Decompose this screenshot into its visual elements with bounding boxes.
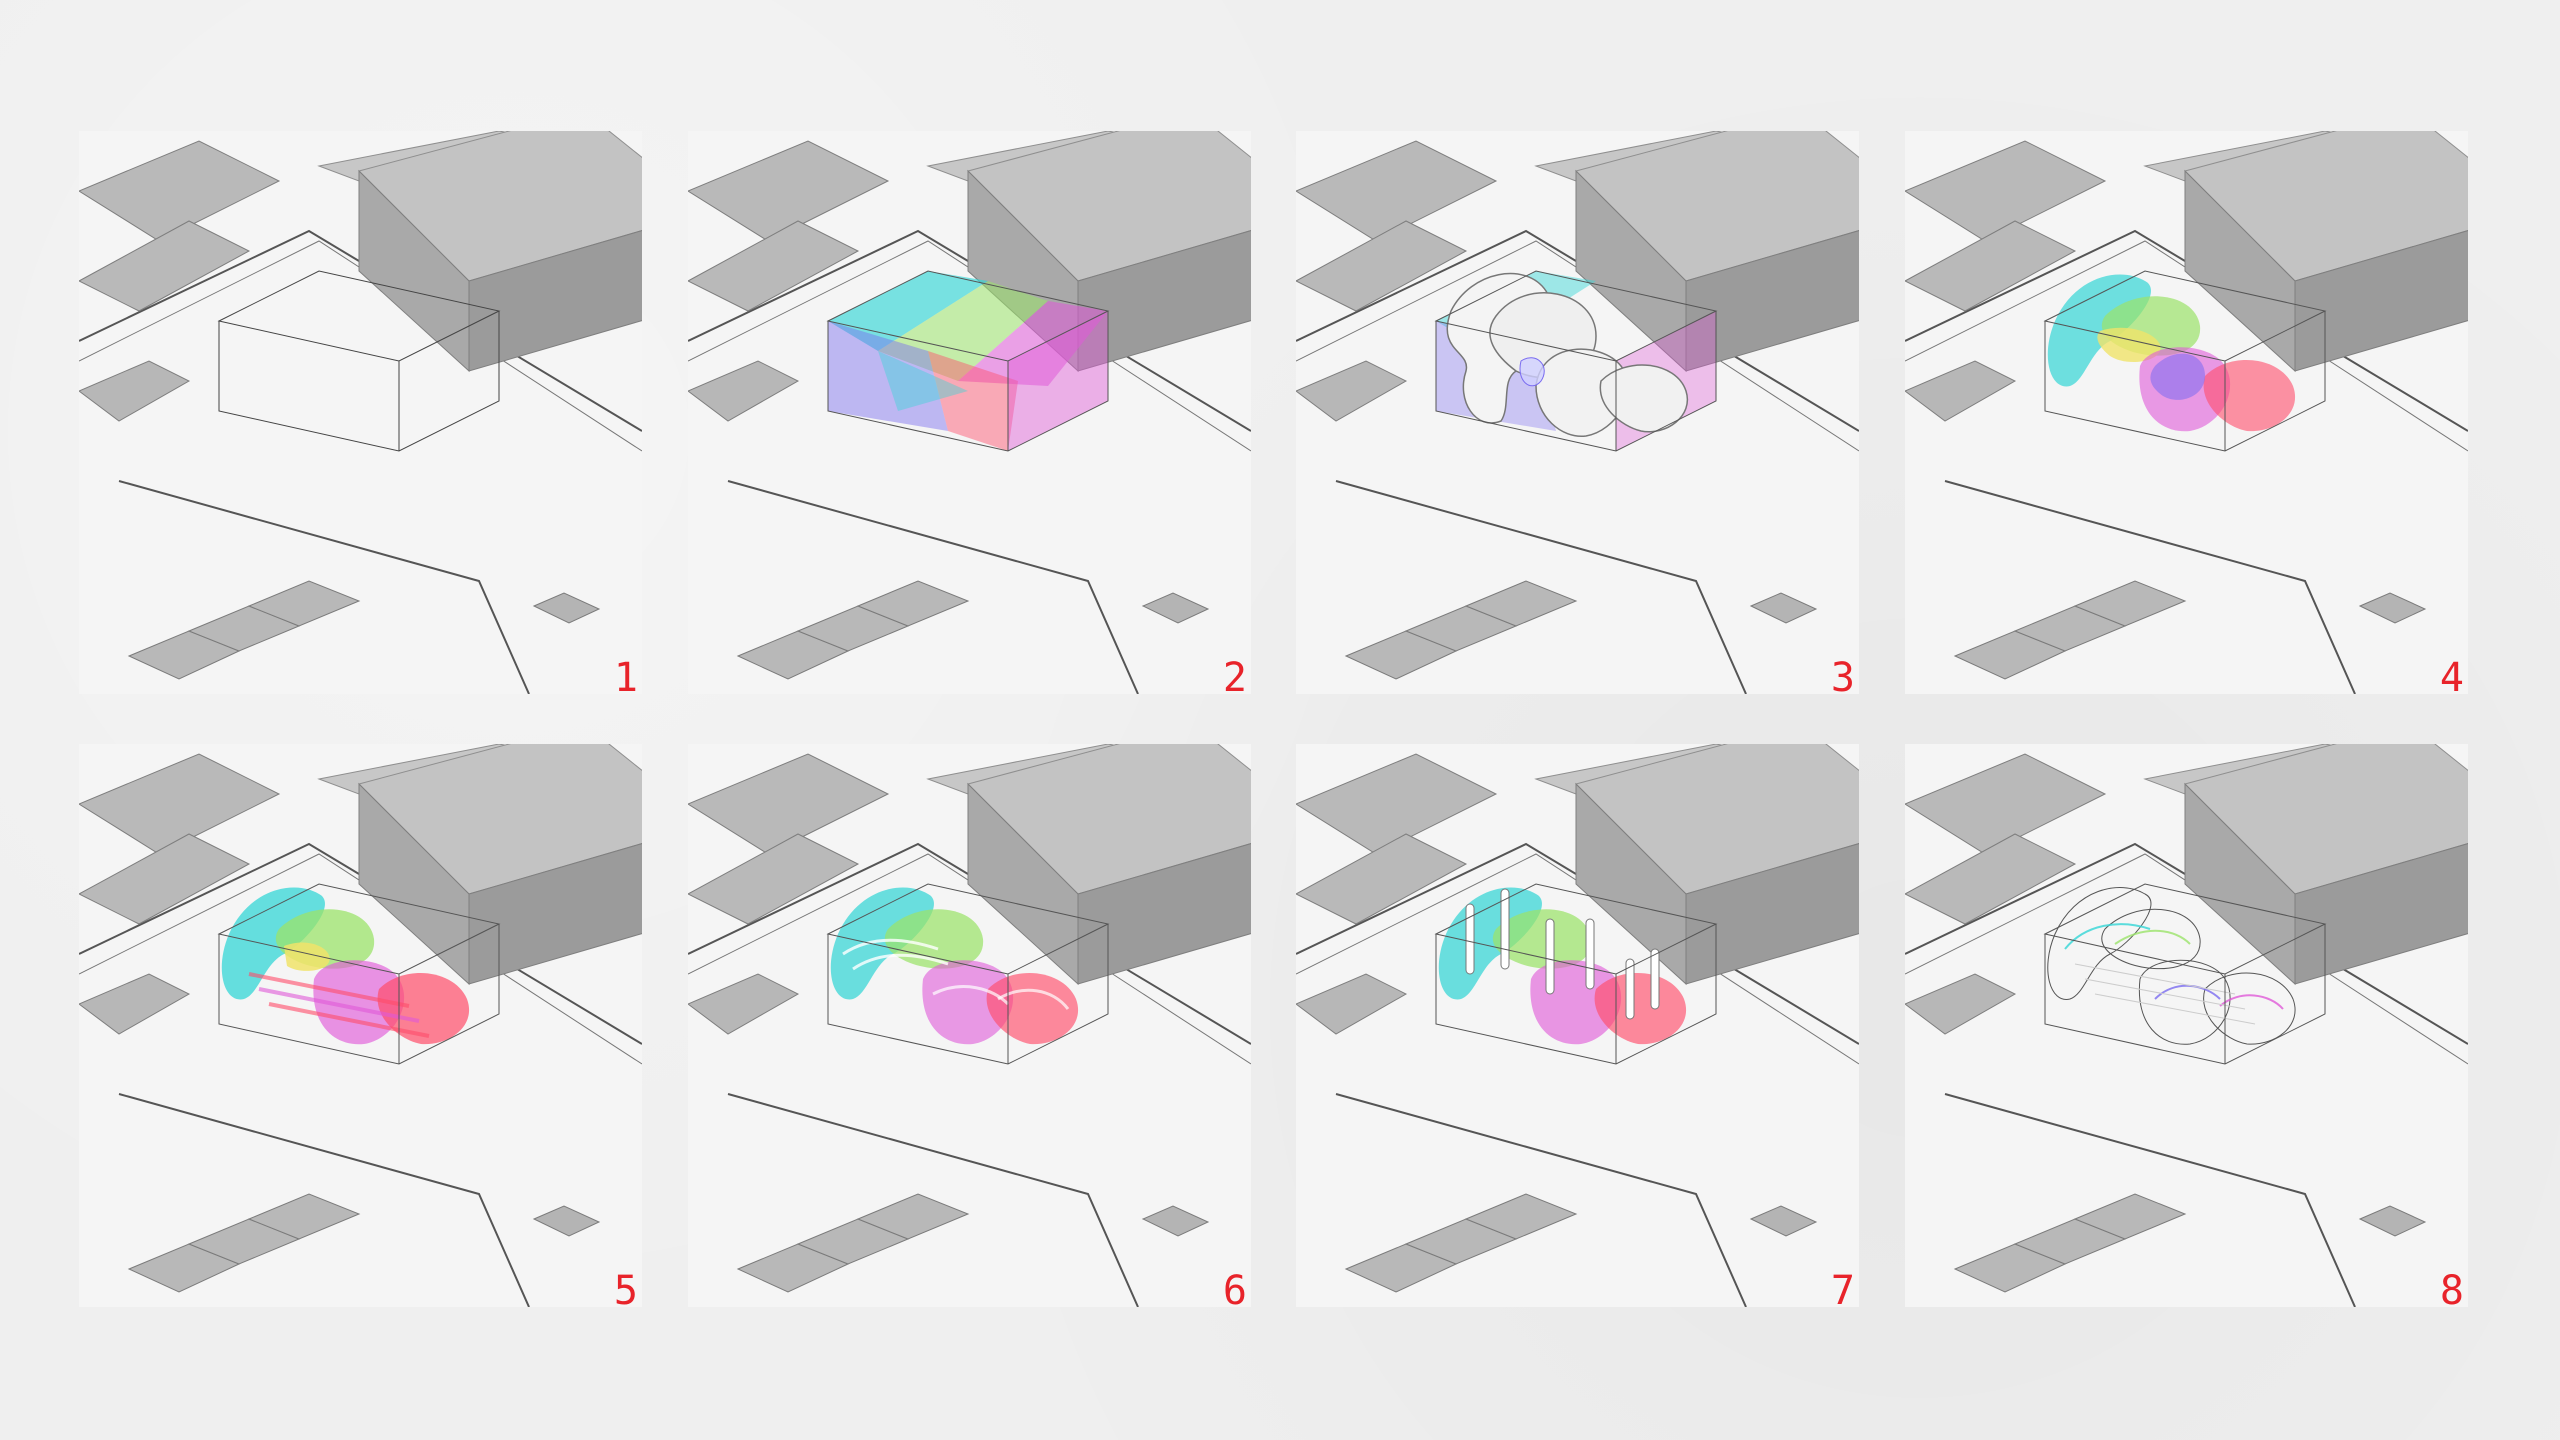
site-context [688, 131, 1251, 694]
white-blob-volumes [1434, 270, 1718, 452]
step-panel-6: 6 [688, 744, 1251, 1307]
sliced-layers [217, 883, 501, 1065]
panel-8-drawing [1905, 744, 2468, 1307]
site-volume-outline [217, 270, 501, 452]
step-panel-4: 4 [1905, 131, 2468, 694]
rounded-layers [826, 883, 1110, 1065]
panel-2-drawing [688, 131, 1251, 694]
step-number: 4 [2439, 655, 2464, 694]
colored-planes [826, 270, 1110, 452]
panel-7-drawing [1296, 744, 1859, 1307]
colored-blobs [2043, 270, 2327, 452]
panel-3-drawing [1296, 131, 1859, 694]
step-number: 7 [1830, 1268, 1855, 1307]
step-panel-3: 3 [1296, 131, 1859, 694]
layers-with-columns [1434, 883, 1718, 1065]
site-context [79, 744, 642, 1307]
step-number: 1 [613, 655, 638, 694]
panel-6-drawing [688, 744, 1251, 1307]
site-context [688, 744, 1251, 1307]
step-number: 2 [1222, 655, 1247, 694]
panel-5-drawing [79, 744, 642, 1307]
site-context [1905, 744, 2468, 1307]
step-panel-7: 7 [1296, 744, 1859, 1307]
site-context [79, 131, 642, 694]
step-panel-8: 8 [1905, 744, 2468, 1307]
step-panel-1: 1 [79, 131, 642, 694]
step-number: 3 [1830, 655, 1855, 694]
step-panel-2: 2 [688, 131, 1251, 694]
step-panel-5: 5 [79, 744, 642, 1307]
panel-1-drawing [79, 131, 642, 694]
wireframe-layers [2043, 883, 2327, 1065]
step-number: 5 [613, 1268, 638, 1307]
panel-4-drawing [1905, 131, 2468, 694]
step-number: 6 [1222, 1268, 1247, 1307]
step-number: 8 [2439, 1268, 2464, 1307]
